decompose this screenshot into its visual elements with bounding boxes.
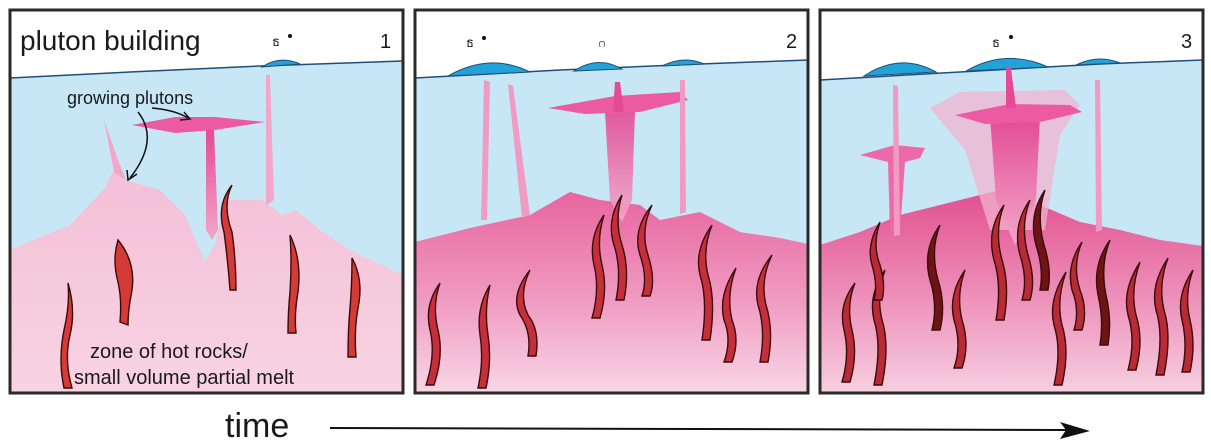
zone-label-line2: small volume partial melt: [74, 367, 295, 389]
panel-3-number: 3: [1181, 31, 1192, 53]
panel-2-number: 2: [786, 31, 797, 53]
time-label: time: [225, 407, 289, 445]
svg-text:ธ: ธ: [466, 35, 474, 50]
diagram-title: pluton building: [20, 25, 201, 56]
zone-label-line1: zone of hot rocks/: [90, 341, 248, 363]
panel-3: ธ 3: [820, 10, 1203, 393]
svg-text:ธ: ธ: [272, 34, 280, 49]
svg-text:ธ: ธ: [992, 35, 1000, 50]
time-arrow-icon: [330, 422, 1090, 439]
panel-1-number: 1: [380, 31, 391, 53]
growing-plutons-label: growing plutons: [67, 88, 193, 108]
panel-1: pluton building 1 growing plutons ธ zone…: [10, 10, 403, 393]
svg-text:ဂ: ဂ: [598, 35, 605, 50]
panel-2: ธ ဂ 2: [415, 10, 808, 393]
